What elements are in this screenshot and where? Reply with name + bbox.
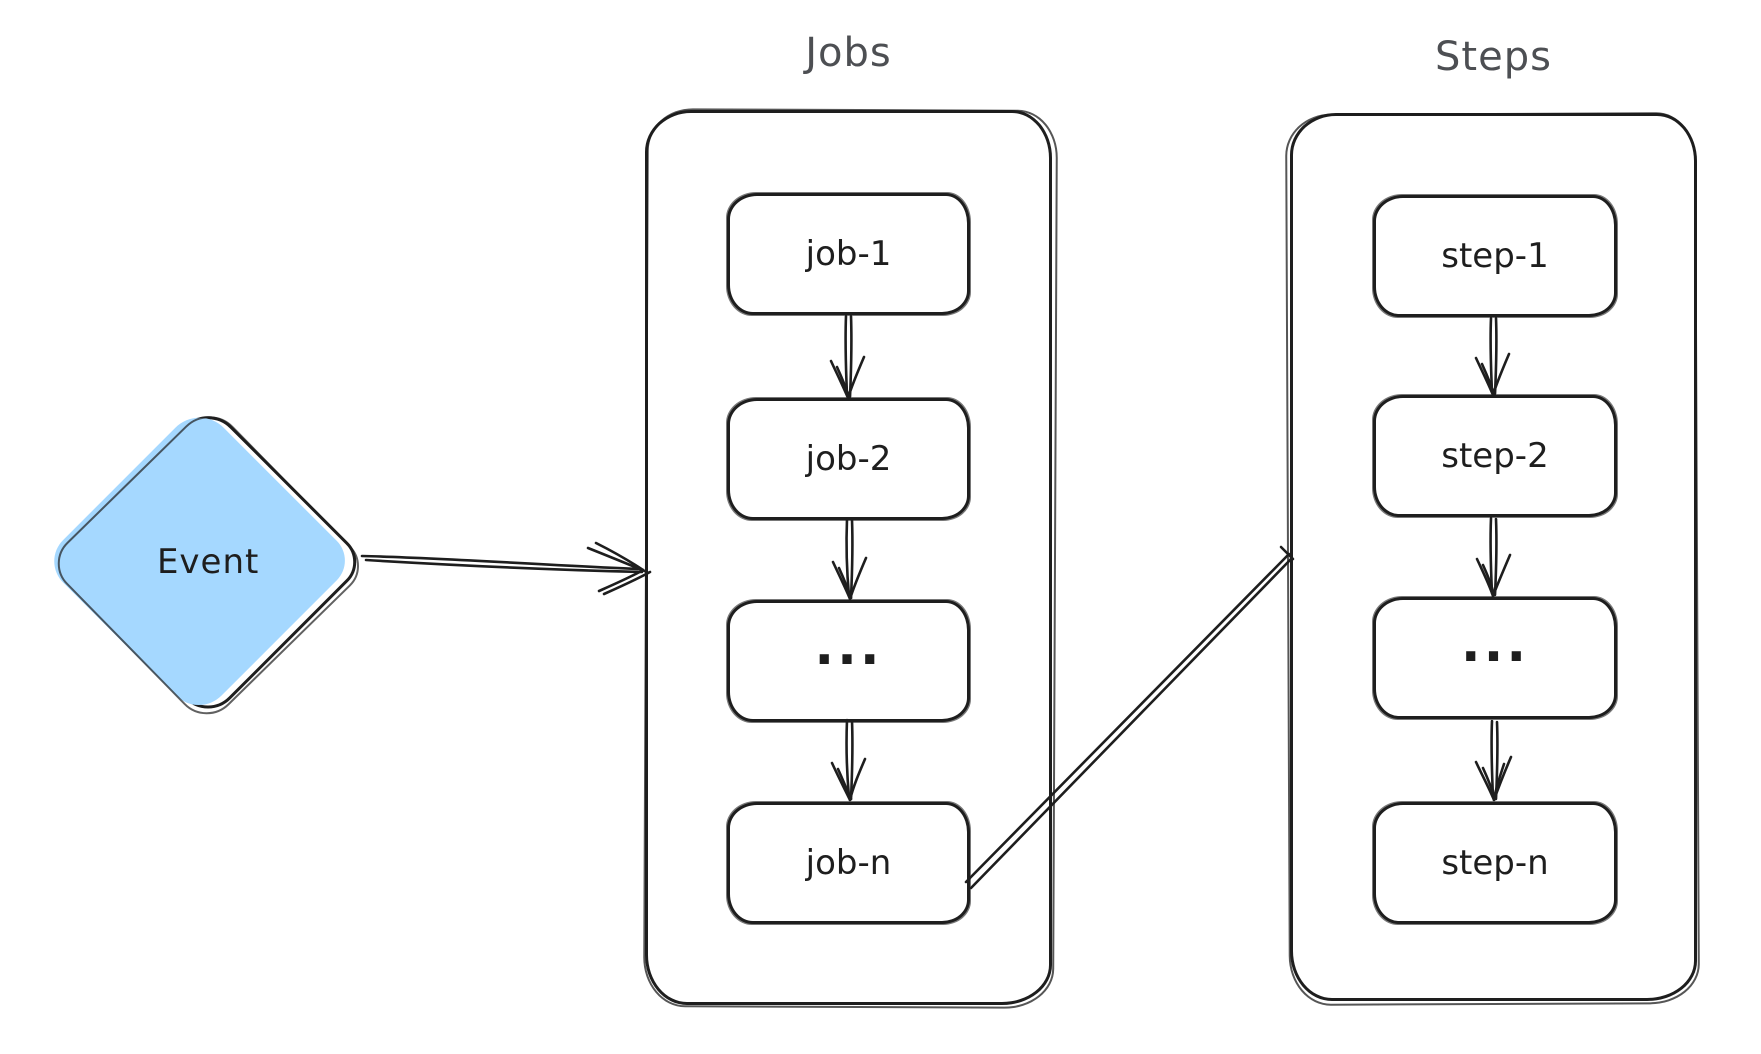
job-n-label: job-n (805, 843, 892, 883)
job-ellipsis-label: ... (814, 617, 883, 677)
step-2-label: step-2 (1441, 436, 1549, 476)
job-1-node: job-1 (722, 192, 971, 319)
steps-group-title: Steps (1435, 34, 1552, 80)
job-1-label: job-1 (805, 234, 892, 274)
event-node-label: Event (156, 542, 260, 582)
job-ellipsis-node: ... (722, 599, 971, 726)
job-2-node: job-2 (722, 397, 971, 524)
step-2-node: step-2 (1372, 394, 1621, 522)
job-2-label: job-2 (805, 439, 892, 479)
step-ellipsis-label: ... (1460, 614, 1530, 674)
step-1-node: step-1 (1372, 194, 1621, 322)
arrow-event-to-jobs (360, 541, 652, 596)
job-n-node: job-n (722, 801, 971, 928)
step-n-label: step-n (1441, 843, 1549, 883)
step-1-label: step-1 (1441, 236, 1549, 276)
jobs-group-title: Jobs (805, 30, 892, 76)
step-n-node: step-n (1372, 801, 1621, 929)
step-ellipsis-node: ... (1372, 596, 1621, 724)
event-node: Event (41, 402, 371, 728)
